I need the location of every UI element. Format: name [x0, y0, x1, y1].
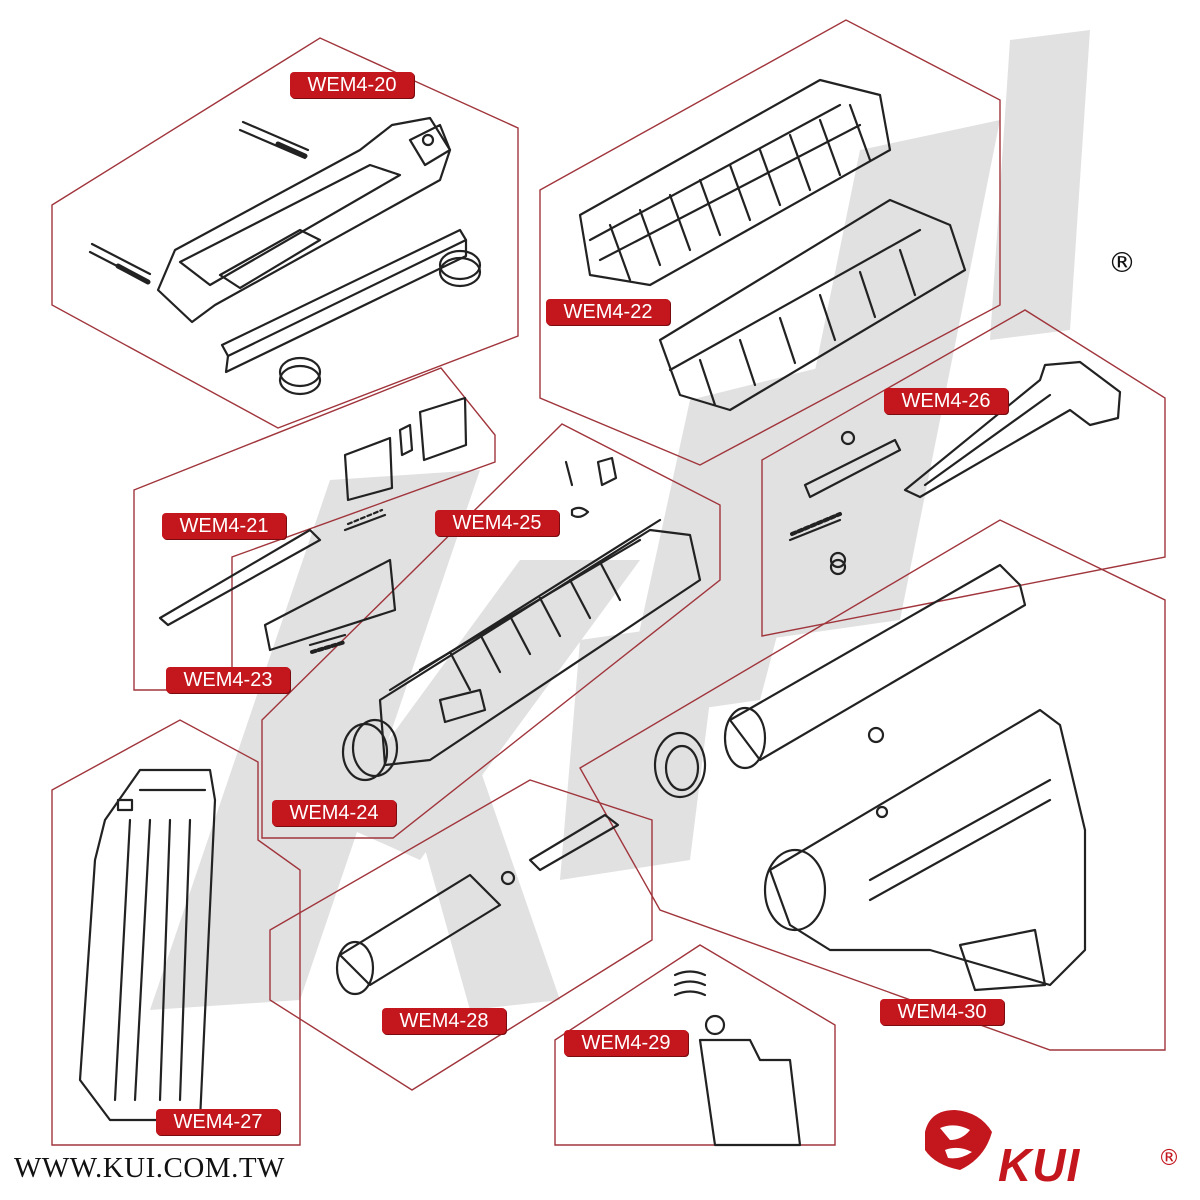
- outline-wem4-24-25: [261, 423, 721, 839]
- outline-wem4-21-23: [133, 367, 496, 691]
- outline-wem4-29: [554, 944, 836, 1146]
- website-url: WWW.KUI.COM.TW: [14, 1152, 285, 1184]
- label-wem4-30: WEM4-30: [880, 999, 1004, 1025]
- label-wem4-28: WEM4-28: [382, 1008, 506, 1034]
- watermark-registered-mark: ®: [1108, 246, 1136, 279]
- brand-registered-mark: ®: [1158, 1146, 1180, 1171]
- upper-receiver-part: [341, 456, 702, 782]
- label-wem4-29: WEM4-29: [564, 1030, 688, 1056]
- label-wem4-25: WEM4-25: [435, 510, 559, 536]
- lion-head-icon: [925, 1110, 992, 1170]
- label-wem4-20: WEM4-20: [290, 72, 414, 98]
- outline-wem4-26: [761, 309, 1166, 637]
- buffer-tube-part: [653, 563, 1027, 799]
- charging-handle-part: [788, 360, 1122, 576]
- label-wem4-23: WEM4-23: [166, 667, 290, 693]
- outline-wem4-27: [51, 719, 301, 1146]
- label-wem4-21: WEM4-21: [162, 513, 286, 539]
- stock-part: [763, 708, 1087, 992]
- brand-logo-text: KUI: [998, 1139, 1081, 1191]
- outline-wem4-28: [269, 779, 653, 1091]
- outline-wem4-30: [579, 519, 1166, 1051]
- carry-handle-part: [88, 116, 482, 396]
- battery-tube-part: [335, 813, 620, 996]
- label-wem4-24: WEM4-24: [272, 800, 396, 826]
- motor-part: [673, 970, 802, 1147]
- outline-wem4-22: [539, 19, 1001, 466]
- label-wem4-22: WEM4-22: [546, 299, 670, 325]
- label-wem4-26: WEM4-26: [884, 388, 1008, 414]
- outline-wem4-20: [51, 37, 519, 429]
- label-wem4-27: WEM4-27: [156, 1109, 280, 1135]
- handguard-part: [578, 78, 967, 412]
- section-outlines: [51, 19, 1166, 1146]
- dust-cover-part: [158, 396, 468, 654]
